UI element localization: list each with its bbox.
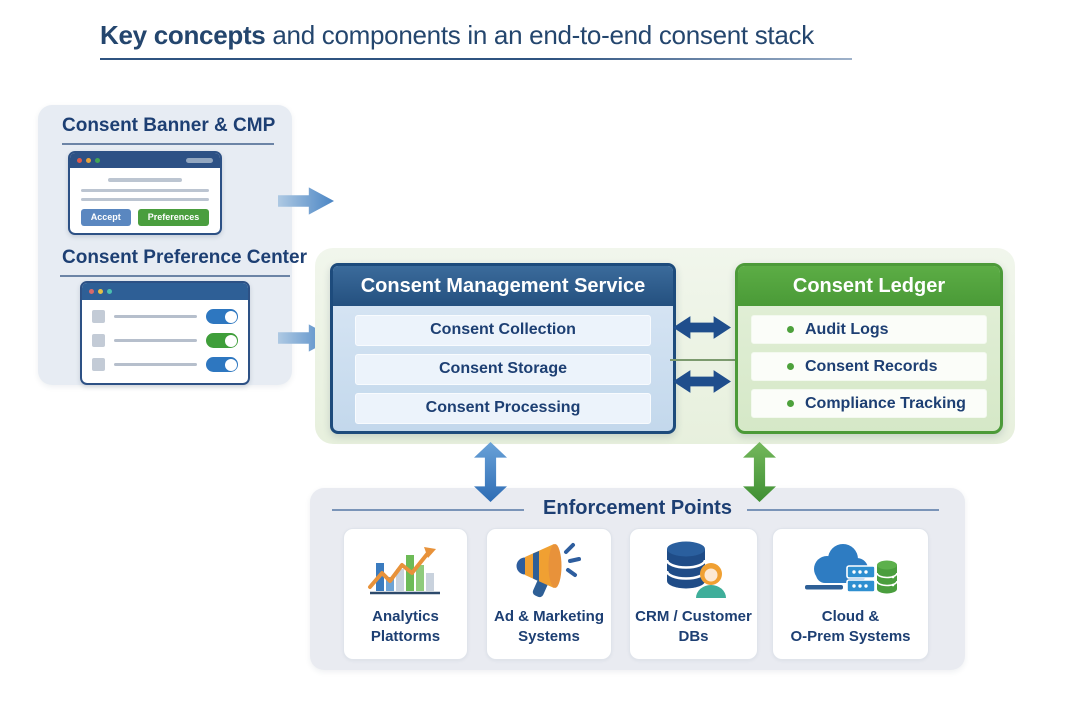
text-line-placeholder bbox=[107, 178, 183, 182]
title-underline bbox=[100, 58, 852, 60]
checkbox-placeholder bbox=[92, 334, 105, 347]
toggle-knob bbox=[224, 310, 237, 323]
text-line-placeholder bbox=[114, 339, 197, 342]
card-label-line2: O-Prem Systems bbox=[790, 627, 911, 645]
cloud-servers-icon bbox=[803, 533, 899, 607]
card-cloud-onprem-systems: Cloud & O-Prem Systems bbox=[772, 528, 929, 660]
browser-titlebar bbox=[82, 283, 248, 300]
banner-heading: Consent Banner & CMP bbox=[62, 115, 276, 136]
toggle-switch-blue[interactable] bbox=[206, 357, 238, 372]
consent-sources-panel: Consent Banner & CMP Accept Preferences … bbox=[38, 105, 307, 385]
preference-rows bbox=[82, 300, 248, 372]
megaphone-icon bbox=[510, 533, 588, 607]
consent-ledger-box: Consent Ledger Audit Logs Consent Record… bbox=[735, 263, 1003, 434]
text-line-placeholder bbox=[114, 315, 197, 318]
card-ad-marketing-systems: Ad & Marketing Systems bbox=[486, 528, 612, 660]
page-title: Key concepts and components in an end-to… bbox=[100, 20, 814, 51]
card-label-line1: CRM / Customer bbox=[635, 608, 752, 625]
preference-row bbox=[92, 357, 238, 372]
toggle-switch-blue[interactable] bbox=[206, 309, 238, 324]
cms-ledger-double-arrow-icon bbox=[673, 370, 731, 393]
browser-titlebar bbox=[70, 153, 220, 168]
ledger-row-audit-logs: Audit Logs bbox=[751, 315, 987, 344]
card-label-line2: DBs bbox=[678, 627, 709, 645]
text-line-placeholder bbox=[81, 198, 209, 201]
card-crm-customer-dbs: CRM / Customer DBs bbox=[629, 528, 758, 660]
text-line-placeholder bbox=[114, 363, 197, 366]
card-label-line1: Ad & Marketing bbox=[493, 608, 604, 625]
window-dot-red-icon bbox=[77, 158, 82, 163]
preferences-button[interactable]: Preferences bbox=[137, 209, 210, 226]
cms-row-consent-processing: Consent Processing bbox=[355, 393, 651, 424]
preference-center-heading: Consent Preference Center bbox=[62, 247, 307, 268]
cms-header: Consent Management Service bbox=[333, 266, 673, 306]
cms-ledger-connector-line bbox=[670, 359, 735, 361]
enforcement-points-title: Enforcement Points bbox=[543, 497, 732, 519]
cms-ledger-double-arrow-icon bbox=[673, 316, 731, 339]
preference-row bbox=[92, 309, 238, 324]
ledger-row-compliance-tracking: Compliance Tracking bbox=[751, 389, 987, 418]
checkbox-placeholder bbox=[92, 310, 105, 323]
toggle-knob bbox=[224, 334, 237, 347]
bar-chart-trend-icon bbox=[364, 533, 448, 607]
ledger-row-label: Consent Records bbox=[805, 357, 938, 375]
accept-button[interactable]: Accept bbox=[80, 209, 131, 226]
bullet-icon bbox=[787, 400, 794, 407]
card-label-line2: Plattorms bbox=[370, 627, 441, 645]
page-title-rest: and components in an end-to-end consent … bbox=[265, 20, 814, 50]
header-rule-left bbox=[332, 509, 524, 511]
card-label-line2: Systems bbox=[518, 627, 580, 645]
page-title-lead: Key concepts bbox=[100, 20, 266, 50]
toggle-knob bbox=[224, 358, 237, 371]
window-dot-teal-icon bbox=[107, 289, 112, 294]
cms-row-consent-collection: Consent Collection bbox=[355, 315, 651, 346]
consent-banner-mockup: Accept Preferences bbox=[68, 151, 222, 235]
address-bar-placeholder bbox=[186, 158, 213, 163]
banner-heading-underline bbox=[62, 143, 274, 145]
bullet-icon bbox=[787, 326, 794, 333]
banner-body: Accept Preferences bbox=[70, 168, 220, 226]
ledger-row-label: Audit Logs bbox=[805, 320, 889, 338]
ledger-row-label: Compliance Tracking bbox=[805, 394, 966, 412]
ledger-row-consent-records: Consent Records bbox=[751, 352, 987, 381]
cms-row-consent-storage: Consent Storage bbox=[355, 354, 651, 385]
card-analytics-platforms: Analytics Plattorms bbox=[343, 528, 468, 660]
preference-center-underline bbox=[60, 275, 290, 277]
window-dot-green-icon bbox=[95, 158, 100, 163]
window-dot-orange-icon bbox=[86, 158, 91, 163]
window-dot-red-icon bbox=[89, 289, 94, 294]
header-rule-right bbox=[747, 509, 939, 511]
text-line-placeholder bbox=[81, 189, 209, 192]
preference-center-mockup bbox=[80, 281, 250, 385]
toggle-switch-green[interactable] bbox=[206, 333, 238, 348]
enforcement-points-panel: Enforcement Points Analytics P bbox=[310, 488, 965, 670]
ledger-header: Consent Ledger bbox=[738, 266, 1000, 306]
card-label-line1: Analytics bbox=[372, 608, 439, 625]
preference-row bbox=[92, 333, 238, 348]
consent-management-service-box: Consent Management Service Consent Colle… bbox=[330, 263, 676, 434]
checkbox-placeholder bbox=[92, 358, 105, 371]
window-dot-yellow-icon bbox=[98, 289, 103, 294]
database-user-icon bbox=[655, 533, 733, 607]
card-label-line1: Cloud & bbox=[821, 608, 880, 625]
bullet-icon bbox=[787, 363, 794, 370]
